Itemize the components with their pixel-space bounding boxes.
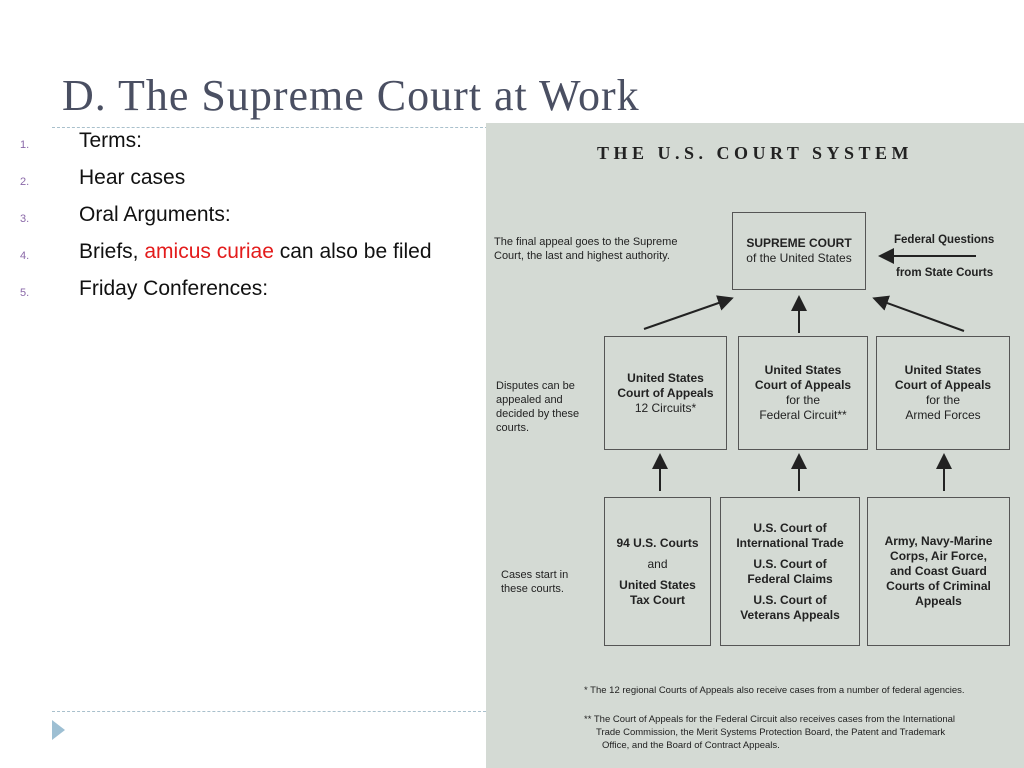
trial-line: Courts of Criminal	[886, 579, 991, 593]
appeals-box-regional: United States Court of Appeals 12 Circui…	[604, 336, 727, 450]
footer-divider	[52, 711, 486, 712]
appeals-line: for the	[785, 393, 821, 407]
play-triangle-icon	[52, 720, 65, 740]
appeals-line: Court of Appeals	[617, 385, 714, 400]
list-item: 4. Briefs, amicus curiae can also be fil…	[0, 237, 470, 266]
footnote-2a: ** The Court of Appeals for the Federal …	[584, 714, 956, 725]
appeals-line: United States	[764, 363, 842, 377]
bullet-list: 1. Terms: 2. Hear cases 3. Oral Argument…	[0, 126, 470, 311]
supreme-court-sub: of the United States	[746, 251, 852, 265]
diagram-heading: THE U.S. COURT SYSTEM	[596, 143, 914, 163]
footnote-1: * The 12 regional Courts of Appeals also…	[584, 685, 965, 696]
trial-box-military: Army, Navy-Marine Corps, Air Force, and …	[867, 497, 1010, 646]
trial-line: 94 U.S. Courts	[616, 535, 699, 550]
trial-box-specialized: U.S. Court of International Trade U.S. C…	[720, 497, 860, 646]
appeals-line: 12 Circuits*	[634, 400, 697, 415]
trial-line: Federal Claims	[747, 571, 833, 586]
trial-line: Corps, Air Force,	[890, 549, 987, 563]
appeals-line: Armed Forces	[905, 408, 981, 422]
supreme-court-box: SUPREME COURT of the United States	[732, 212, 866, 290]
note-middle: Disputes can be appealed and decided by …	[496, 380, 580, 434]
trial-line: International Trade	[736, 535, 844, 550]
list-number: 3.	[20, 213, 30, 225]
appeals-line: Court of Appeals	[894, 378, 992, 392]
trial-line: Appeals	[915, 594, 962, 608]
list-number: 4.	[20, 250, 30, 262]
appeals-line: United States	[627, 370, 704, 385]
appeals-line: for the	[925, 393, 961, 407]
list-number: 1.	[20, 139, 30, 151]
trial-line: Tax Court	[629, 592, 686, 607]
footnote-2b: Trade Commission, the Merit Systems Prot…	[596, 727, 946, 738]
trial-line: U.S. Court of	[753, 556, 827, 571]
list-text: Friday Conferences:	[79, 277, 269, 300]
slide-title: D. The Supreme Court at Work	[62, 71, 640, 120]
trial-line: and Coast Guard	[890, 564, 987, 578]
list-item: 2. Hear cases	[0, 163, 470, 192]
from-state-courts-label: from State Courts	[896, 267, 994, 279]
court-system-diagram: THE U.S. COURT SYSTEM The final appeal g…	[486, 123, 1024, 768]
note-bottom: Cases start in these courts.	[501, 569, 569, 595]
appeals-box-federal-circuit: United States Court of Appeals for the F…	[738, 336, 868, 450]
list-text-before: Briefs,	[79, 240, 145, 263]
trial-line: U.S. Court of	[753, 592, 827, 607]
list-text-after: can also be filed	[273, 240, 432, 263]
title-divider	[52, 127, 488, 128]
supreme-court-label: SUPREME COURT	[746, 236, 852, 250]
appeals-line: Court of Appeals	[754, 378, 852, 392]
list-text: Hear cases	[79, 166, 186, 189]
list-item: 3. Oral Arguments:	[0, 200, 470, 229]
arrow-up-right-icon	[872, 295, 965, 332]
list-item: 5. Friday Conferences:	[0, 274, 470, 303]
list-number: 5.	[20, 287, 30, 299]
diagram-arrows	[643, 248, 976, 491]
appeals-box-armed-forces: United States Court of Appeals for the A…	[876, 336, 1010, 450]
trial-line: U.S. Court of	[753, 520, 827, 535]
trial-line: and	[647, 556, 668, 571]
appeals-line: Federal Circuit**	[759, 408, 847, 422]
list-number: 2.	[20, 176, 30, 188]
trial-line: Veterans Appeals	[740, 607, 840, 622]
appeals-line: United States	[904, 363, 982, 377]
trial-line: Army, Navy-Marine	[884, 534, 993, 548]
list-text: Terms:	[79, 129, 142, 152]
footnote-2c: Office, and the Board of Contract Appeal…	[602, 740, 780, 751]
trial-line: United States	[619, 577, 696, 592]
federal-questions-label: Federal Questions	[894, 234, 995, 246]
note-top: The final appeal goes to the Supreme Cou…	[494, 236, 678, 262]
list-text: Oral Arguments:	[79, 203, 231, 226]
arrow-up-left-icon	[643, 295, 734, 330]
trial-box-district: 94 U.S. Courts and United States Tax Cou…	[604, 497, 711, 646]
amicus-curiae-highlight: amicus curiae	[144, 240, 274, 263]
list-item: 1. Terms:	[0, 126, 470, 155]
